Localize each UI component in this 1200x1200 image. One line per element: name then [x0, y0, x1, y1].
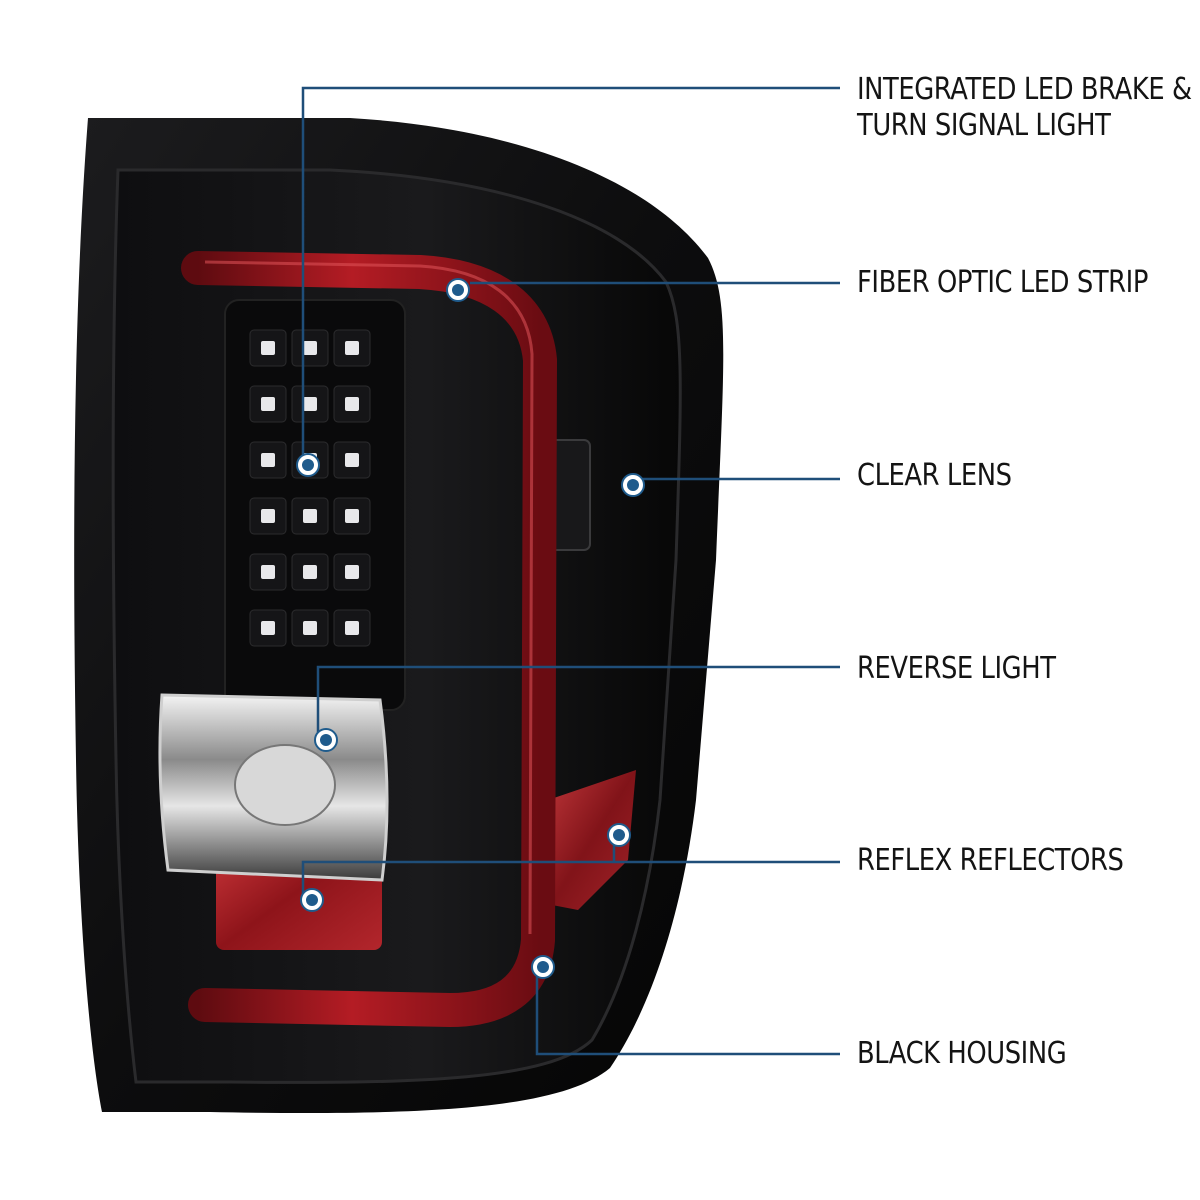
led-diode: [345, 397, 359, 411]
leader-line-reverse-light: [316, 665, 840, 735]
callout-dot-core: [320, 734, 332, 746]
led-diode: [261, 397, 275, 411]
callout-text-line: FIBER OPTIC LED STRIP: [857, 265, 1148, 300]
led-diode: [261, 341, 275, 355]
reverse-bulb: [234, 744, 336, 826]
callout-label-clear-lens: CLEAR LENS: [857, 458, 1012, 494]
callout-dot-core: [613, 829, 625, 841]
callout-label-black-housing: BLACK HOUSING: [857, 1036, 1067, 1072]
callout-dot-core: [452, 284, 464, 296]
leader-lines: [296, 86, 840, 1056]
callout-dot-core: [302, 459, 314, 471]
led-diode: [345, 509, 359, 523]
leader-line-black-housing: [535, 970, 840, 1056]
callout-label-reverse-light: REVERSE LIGHT: [857, 651, 1056, 687]
led-grid: [249, 329, 371, 647]
callout-label-reflex-reflectors: REFLEX REFLECTORS: [857, 843, 1124, 879]
reflector-right: [548, 770, 636, 910]
callout-text-line: CLEAR LENS: [857, 458, 1012, 493]
led-diode: [345, 621, 359, 635]
led-diode: [345, 341, 359, 355]
callout-text-line: BLACK HOUSING: [857, 1036, 1067, 1071]
callout-text-line: TURN SIGNAL LIGHT: [857, 108, 1111, 143]
callout-text-line: INTEGRATED LED BRAKE &: [857, 72, 1192, 107]
led-diode: [303, 341, 317, 355]
leader-line-brake-turn: [301, 86, 840, 465]
led-diode: [261, 621, 275, 635]
callout-text-line: REFLEX REFLECTORS: [857, 843, 1124, 878]
led-diode: [303, 621, 317, 635]
led-diode: [303, 397, 317, 411]
led-diode: [345, 453, 359, 467]
fiber-optic-strip: [181, 251, 557, 1027]
led-diode: [303, 565, 317, 579]
callout-dot-core: [627, 479, 639, 491]
callout-dot-core: [306, 894, 318, 906]
led-diode: [303, 509, 317, 523]
led-diode: [261, 509, 275, 523]
led-diode: [261, 453, 275, 467]
callout-label-brake-turn: INTEGRATED LED BRAKE &TURN SIGNAL LIGHT: [857, 72, 1192, 144]
led-diode: [261, 565, 275, 579]
callout-text-line: REVERSE LIGHT: [857, 651, 1056, 686]
callout-label-fiber-strip: FIBER OPTIC LED STRIP: [857, 265, 1148, 301]
callout-dot-core: [537, 961, 549, 973]
led-diode: [345, 565, 359, 579]
